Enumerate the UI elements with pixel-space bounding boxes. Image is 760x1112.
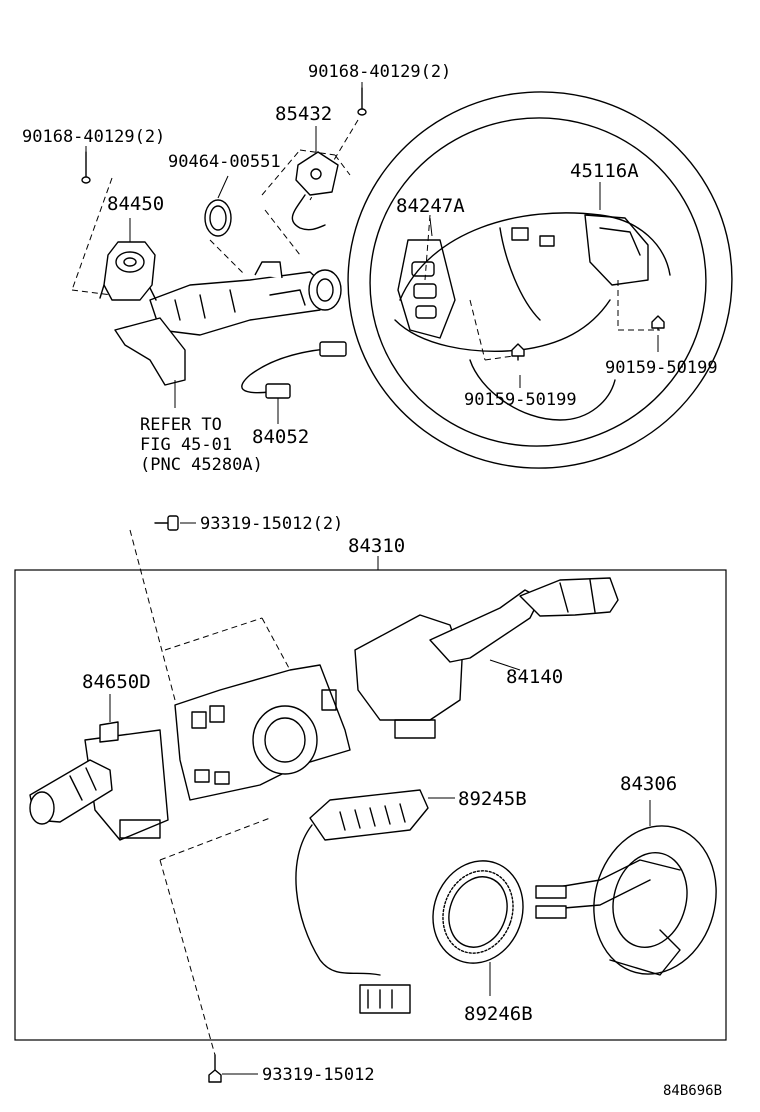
- screw-90159-right: [651, 315, 665, 331]
- label-84310: 84310: [348, 535, 405, 557]
- part-84650d: [29, 721, 169, 841]
- steering-wheel: [347, 91, 733, 469]
- part-84306: [535, 825, 717, 976]
- label-45116a: 45116A: [570, 160, 639, 182]
- label-refer-2: FIG 45-01: [140, 435, 232, 455]
- label-84247a: 84247A: [396, 195, 465, 217]
- part-84052: [241, 341, 347, 399]
- part-89245b: [295, 789, 429, 1014]
- label-89245b: 89245B: [458, 788, 527, 810]
- part-90464: [204, 199, 232, 237]
- assembly-frame-84310: [14, 569, 727, 1041]
- screw-93319-top: [154, 515, 179, 531]
- label-84052: 84052: [252, 426, 309, 448]
- label-90464: 90464-00551: [168, 152, 281, 172]
- label-refer-1: REFER TO: [140, 415, 222, 435]
- screw-90168-left: [81, 151, 91, 184]
- label-84306: 84306: [620, 773, 677, 795]
- label-85432: 85432: [275, 103, 332, 125]
- label-90159-mid: 90159-50199: [464, 390, 577, 410]
- part-84450: [99, 241, 157, 301]
- part-85432: [291, 151, 339, 231]
- label-90159-right: 90159-50199: [605, 358, 718, 378]
- screw-90168-top: [357, 87, 367, 116]
- label-refer-3: (PNC 45280A): [140, 455, 263, 475]
- diagram-code: 84B696B: [663, 1083, 722, 1099]
- label-84140: 84140: [506, 666, 563, 688]
- label-93319-bottom: 93319-15012: [262, 1065, 375, 1085]
- steering-column: [114, 261, 342, 386]
- label-84650d: 84650D: [82, 671, 151, 693]
- label-93319-top: 93319-15012(2): [200, 514, 343, 534]
- label-90168-left: 90168-40129(2): [22, 127, 165, 147]
- label-90168-top: 90168-40129(2): [308, 62, 451, 82]
- combination-switch-body: [174, 664, 351, 801]
- label-89246b: 89246B: [464, 1003, 533, 1025]
- part-89246b: [432, 860, 524, 964]
- part-84140: [354, 577, 619, 739]
- label-84450: 84450: [107, 193, 164, 215]
- screw-90159-mid: [511, 343, 525, 361]
- screw-93319-bottom: [208, 1054, 222, 1083]
